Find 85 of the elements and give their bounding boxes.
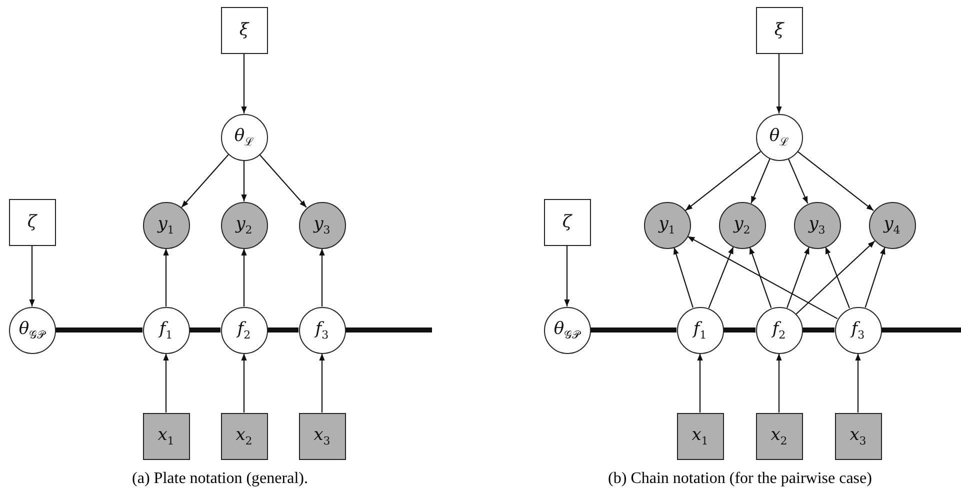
- shaded-node-square: [220, 412, 268, 460]
- arrow: [163, 248, 169, 306]
- chain-line: [190, 328, 220, 332]
- node-square: [544, 198, 590, 246]
- node-label: f$_{3}$: [851, 318, 865, 342]
- node-label: x$_{1}$: [692, 424, 708, 448]
- subfigure-caption: (b) Chain notation (for the pairwise case): [608, 470, 872, 488]
- chain-line: [268, 328, 298, 332]
- node-label: θ$_{ℒ}$: [234, 126, 254, 148]
- node-label: f$_{1}$: [693, 318, 707, 342]
- arrow: [749, 246, 772, 308]
- shaded-node-circle: [644, 202, 690, 248]
- chain-line: [802, 328, 834, 332]
- node-label: y$_{4}$: [884, 214, 900, 236]
- shaded-node-circle: [298, 202, 346, 248]
- shaded-node-square: [676, 412, 724, 460]
- node-label: θ$_{𝒢𝒫}$: [554, 318, 580, 342]
- shaded-node-circle: [142, 202, 190, 248]
- node-label: x$_{2}$: [236, 424, 252, 448]
- node-circle: [756, 114, 802, 160]
- arrow: [825, 246, 850, 308]
- shaded-node-square: [834, 412, 882, 460]
- node-square: [8, 198, 56, 246]
- chain-line: [724, 328, 756, 332]
- node-label: f$_{2}$: [772, 318, 786, 342]
- node-circle: [220, 114, 268, 160]
- node-square: [756, 6, 802, 54]
- arrow: [797, 151, 874, 211]
- chain-line: [56, 328, 142, 332]
- node-label: ξ: [774, 20, 784, 40]
- shaded-node-circle: [868, 202, 916, 248]
- node-label: θ$_{ℒ}$: [769, 126, 789, 148]
- arrow: [673, 247, 694, 308]
- subfigure-caption: (a) Plate notation (general).: [132, 470, 308, 488]
- arrow: [776, 54, 782, 114]
- node-label: ζ: [27, 212, 37, 232]
- node-label: ζ: [562, 212, 572, 232]
- arrow: [259, 154, 307, 208]
- node-label: f$_{3}$: [315, 318, 329, 342]
- node-label: ξ: [239, 20, 249, 40]
- shaded-node-square: [298, 412, 346, 460]
- node-label: x$_{3}$: [314, 424, 330, 448]
- arrow: [564, 246, 570, 306]
- arrow: [241, 354, 247, 412]
- node-label: y$_{1}$: [158, 214, 174, 236]
- arrow: [241, 54, 247, 114]
- shaded-node-circle: [718, 202, 766, 248]
- chain-line: [882, 328, 961, 332]
- arrow: [687, 236, 838, 320]
- arrow: [776, 354, 782, 412]
- arrow: [241, 160, 247, 202]
- node-label: y$_{2}$: [236, 214, 252, 236]
- node-label: y$_{3}$: [314, 214, 330, 236]
- node-label: y$_{3}$: [808, 214, 826, 236]
- node-label: θ$_{𝒢𝒫}$: [18, 318, 46, 342]
- arrow: [319, 354, 325, 412]
- node-label: x$_{1}$: [158, 424, 174, 448]
- arrow: [708, 246, 734, 308]
- arrow: [786, 246, 810, 308]
- chain-line: [590, 328, 676, 332]
- shaded-node-square: [142, 412, 190, 460]
- arrow: [29, 246, 35, 306]
- arrow: [685, 151, 761, 211]
- arrow: [855, 354, 861, 412]
- arrow: [796, 240, 876, 314]
- arrow: [163, 354, 169, 412]
- node-label: f$_{1}$: [159, 318, 173, 342]
- chain-line: [346, 328, 432, 332]
- node-square: [220, 6, 268, 54]
- arrow: [319, 248, 325, 306]
- arrow: [750, 158, 770, 204]
- arrow: [181, 154, 229, 208]
- node-circle: [834, 306, 882, 354]
- node-label: y$_{2}$: [734, 214, 750, 236]
- node-label: y$_{1}$: [658, 214, 676, 236]
- arrow: [697, 354, 703, 412]
- node-circle: [756, 306, 802, 354]
- node-label: f$_{2}$: [237, 318, 251, 342]
- arrow: [788, 158, 808, 204]
- shaded-node-square: [756, 412, 802, 460]
- shaded-node-circle: [794, 202, 840, 248]
- arrow: [241, 248, 247, 306]
- node-label: x$_{3}$: [850, 424, 866, 448]
- arrow: [864, 247, 886, 308]
- node-label: x$_{2}$: [770, 424, 788, 448]
